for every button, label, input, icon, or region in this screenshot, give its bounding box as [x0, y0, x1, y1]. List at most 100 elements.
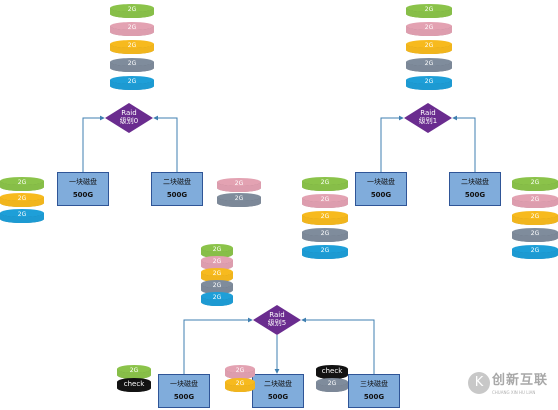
- disk-unit-label: 2G: [530, 196, 540, 203]
- raid5-diamond-level: 级别5: [267, 319, 287, 327]
- disk-unit-label: 2G: [212, 246, 222, 253]
- check-label: check: [321, 367, 343, 375]
- raid0-source-stack-disk-1: 2G: [110, 4, 154, 18]
- disk-unit-label: 2G: [234, 180, 244, 187]
- raid0-disk-2: 二块磁盘 500G: [151, 172, 203, 206]
- raid1-disk-2-block-3: 2G: [512, 211, 558, 225]
- raid0-source-stack-disk-3: 2G: [110, 40, 154, 54]
- disk-unit-label: 2G: [530, 247, 540, 254]
- disk-unit-label: 2G: [320, 179, 330, 186]
- brand-logo: K 创新互联 CHUANG XIN HU LIAN: [462, 366, 558, 410]
- raid5-disk-3-block-1: check: [316, 365, 348, 379]
- disk-unit-label: 2G: [127, 60, 137, 67]
- raid0-diamond-title: Raid: [121, 109, 137, 117]
- raid5-source-stack-disk-1: 2G: [201, 244, 233, 258]
- disk-unit-label: 2G: [530, 213, 540, 220]
- disk-unit-label: 2G: [235, 367, 245, 374]
- raid1-disk-2-block-1: 2G: [512, 177, 558, 191]
- disk-unit-label: 2G: [17, 195, 27, 202]
- raid5-source-stack-disk-2: 2G: [201, 256, 233, 270]
- disk-unit-label: 2G: [530, 179, 540, 186]
- raid0-disk-2-block-2: 2G: [217, 193, 261, 207]
- disk-unit-label: 2G: [424, 42, 434, 49]
- disk-unit-label: 2G: [127, 6, 137, 13]
- disk-unit-label: 2G: [327, 380, 337, 387]
- disk-unit-label: 2G: [17, 211, 27, 218]
- raid5-disk-3-name: 三块磁盘: [360, 380, 388, 388]
- raid0-source-stack-disk-4: 2G: [110, 58, 154, 72]
- raid1-source-stack-disk-1: 2G: [406, 4, 452, 18]
- raid5-disk-1-name: 一块磁盘: [170, 380, 198, 388]
- raid1-disk-1-block-3: 2G: [302, 211, 348, 225]
- raid1-disk-2-name: 二块磁盘: [461, 178, 489, 186]
- raid5-disk-1-block-2: check: [117, 378, 151, 392]
- raid5-disk-3-size: 500G: [363, 393, 385, 401]
- raid1-disk-2-block-5: 2G: [512, 245, 558, 259]
- raid5-disk-2-block-1: 2G: [225, 365, 255, 379]
- disk-unit-label: 2G: [212, 294, 222, 301]
- check-label: check: [123, 380, 145, 388]
- raid1-disk-2-size: 500G: [464, 191, 486, 199]
- disk-unit-label: 2G: [212, 270, 222, 277]
- disk-unit-label: 2G: [424, 24, 434, 31]
- raid1-connector-left: [380, 115, 404, 172]
- raid0-disk-1-block-1: 2G: [0, 177, 44, 191]
- raid1-disk-1: 一块磁盘 500G: [355, 172, 407, 206]
- raid5-diamond-title: Raid: [269, 311, 285, 319]
- raid0-disk-2-size: 500G: [166, 191, 188, 199]
- raid1-disk-1-size: 500G: [370, 191, 392, 199]
- raid1-source-stack-disk-3: 2G: [406, 40, 452, 54]
- raid0-level-diamond: Raid 级别0: [105, 103, 153, 133]
- raid0-diamond-level: 级别0: [119, 117, 139, 125]
- raid5-disk-1: 一块磁盘 500G: [158, 374, 210, 408]
- disk-unit-label: 2G: [320, 213, 330, 220]
- raid1-connector-right: [452, 115, 476, 172]
- raid1-disk-1-block-4: 2G: [302, 228, 348, 242]
- raid1-disk-1-block-2: 2G: [302, 194, 348, 208]
- disk-unit-label: 2G: [424, 60, 434, 67]
- logo-title: 创新互联: [492, 373, 549, 388]
- raid5-disk-2: 二块磁盘 500G: [252, 374, 304, 408]
- logo-subtitle: CHUANG XIN HU LIAN: [492, 390, 536, 395]
- raid0-disk-2-block-1: 2G: [217, 178, 261, 192]
- raid5-source-stack-disk-3: 2G: [201, 268, 233, 282]
- raid5-disk-1-size: 500G: [173, 393, 195, 401]
- raid5-disk-1-block-1: 2G: [117, 365, 151, 379]
- raid1-disk-2: 二块磁盘 500G: [449, 172, 501, 206]
- raid1-disk-2-block-2: 2G: [512, 194, 558, 208]
- disk-unit-label: 2G: [424, 6, 434, 13]
- disk-unit-label: 2G: [320, 230, 330, 237]
- raid0-connector-right: [153, 115, 178, 172]
- raid1-diamond-level: 级别1: [418, 117, 438, 125]
- raid0-disk-1-name: 一块磁盘: [69, 178, 97, 186]
- raid5-disk-2-size: 500G: [267, 393, 289, 401]
- raid0-disk-2-name: 二块磁盘: [163, 178, 191, 186]
- disk-unit-label: 2G: [127, 42, 137, 49]
- raid1-level-diamond: Raid 级别1: [404, 103, 452, 133]
- raid5-source-stack-disk-4: 2G: [201, 280, 233, 294]
- disk-unit-label: 2G: [17, 179, 27, 186]
- disk-unit-label: 2G: [212, 258, 222, 265]
- disk-unit-label: 2G: [127, 24, 137, 31]
- raid5-disk-3: 三块磁盘 500G: [348, 374, 400, 408]
- raid1-source-stack-disk-2: 2G: [406, 22, 452, 36]
- disk-unit-label: 2G: [320, 247, 330, 254]
- raid1-diamond-title: Raid: [420, 109, 436, 117]
- raid1-disk-2-block-4: 2G: [512, 228, 558, 242]
- raid5-disk-3-block-2: 2G: [316, 378, 348, 392]
- raid0-disk-1: 一块磁盘 500G: [57, 172, 109, 206]
- raid5-source-stack-disk-5: 2G: [201, 292, 233, 306]
- disk-unit-label: 2G: [212, 282, 222, 289]
- raid0-disk-1-size: 500G: [72, 191, 94, 199]
- raid0-connector-left: [82, 115, 105, 172]
- logo-mark-icon: K: [468, 372, 490, 394]
- raid0-disk-1-block-3: 2G: [0, 209, 44, 223]
- raid1-source-stack-disk-5: 2G: [406, 76, 452, 90]
- raid5-level-diamond: Raid 级别5: [253, 305, 301, 335]
- raid0-disk-1-block-2: 2G: [0, 193, 44, 207]
- disk-unit-label: 2G: [424, 78, 434, 85]
- raid0-source-stack-disk-5: 2G: [110, 76, 154, 90]
- raid1-disk-1-name: 一块磁盘: [367, 178, 395, 186]
